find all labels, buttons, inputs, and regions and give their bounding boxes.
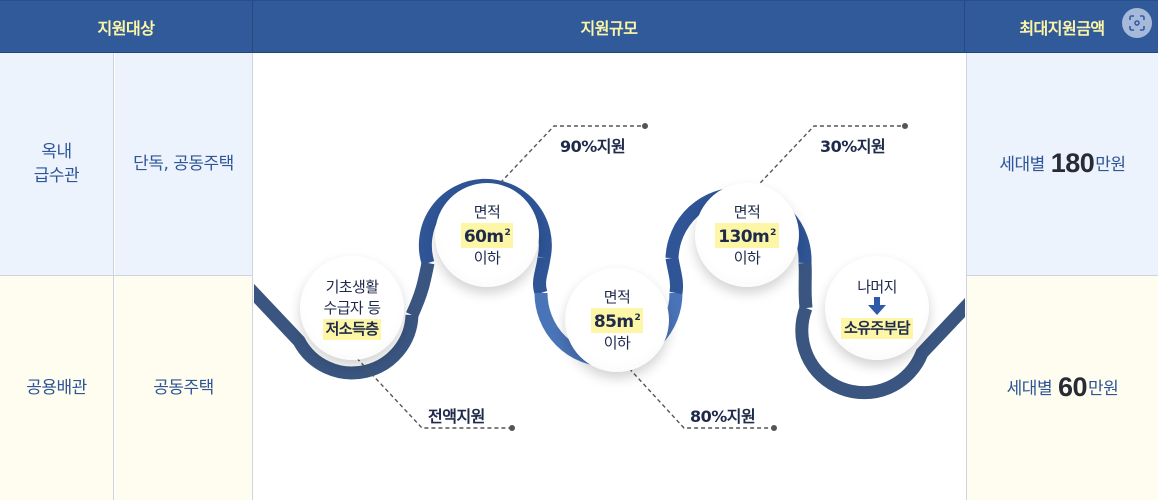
step2-line3: 이하 — [473, 248, 501, 267]
step-area-130: 면적 130m2 이하 — [695, 183, 799, 287]
row2-amount-unit: 만원 — [1088, 379, 1119, 399]
support-scale-diagram: 기초생활 수급자 등 저소득층 면적 60m2 이하 면적 85m2 이하 면적… — [254, 53, 965, 500]
header-support-target: 지원대상 — [0, 1, 253, 53]
row2-category: 공용배관 — [0, 276, 114, 500]
row1-category: 옥내 급수관 — [0, 53, 114, 275]
row1-category-line2: 급수관 — [33, 166, 80, 186]
row-divider-left — [0, 275, 253, 276]
step-low-income: 기초생활 수급자 등 저소득층 — [300, 256, 404, 360]
header-max-amount-label: 최대지원금액 — [1019, 19, 1105, 38]
step1-line2: 수급자 등 — [323, 298, 382, 317]
step3-highlight: 85m2 — [590, 307, 644, 333]
step-area-85: 면적 85m2 이하 — [565, 268, 669, 372]
row1-amount-unit: 만원 — [1095, 155, 1126, 175]
step4-highlight: 130m2 — [715, 222, 779, 248]
step2-line1: 면적 — [473, 202, 501, 221]
table-header: 지원대상 지원규모 최대지원금액 — [0, 0, 1158, 53]
row1-amount-value: 180 — [1050, 148, 1095, 178]
support-label-30: 30%지원 — [820, 137, 886, 156]
row2-housing-type: 공동주택 — [115, 276, 253, 500]
header-support-scale: 지원규모 — [254, 1, 965, 53]
support-label-80: 80%지원 — [690, 407, 756, 426]
support-label-90: 90%지원 — [560, 137, 626, 156]
row1-amount-prefix: 세대별 — [999, 155, 1045, 175]
row2-amount-prefix: 세대별 — [1006, 379, 1053, 399]
row2-amount-value: 60 — [1058, 372, 1088, 402]
step3-line3: 이하 — [603, 333, 631, 352]
row2-max-amount: 세대별 60만원 — [966, 276, 1158, 500]
step5-line1: 나머지 — [857, 278, 897, 296]
scan-button[interactable] — [1122, 8, 1152, 38]
step3-line1: 면적 — [603, 287, 631, 306]
step1-highlight: 저소득층 — [322, 318, 382, 340]
arrow-down-icon — [868, 297, 886, 315]
step-owner-burden: 나머지 소유주부담 — [825, 256, 929, 360]
wave-path-graphic — [254, 123, 965, 431]
row-divider-right — [966, 275, 1158, 276]
header-max-amount: 최대지원금액 — [966, 1, 1158, 53]
row1-housing-type: 단독, 공동주택 — [115, 53, 253, 275]
step4-line3: 이하 — [733, 248, 761, 267]
row1-max-amount: 세대별 180만원 — [966, 53, 1158, 275]
scan-icon — [1129, 15, 1145, 31]
support-label-full: 전액지원 — [428, 407, 485, 426]
step-area-60: 면적 60m2 이하 — [435, 183, 539, 287]
step2-highlight: 60m2 — [460, 222, 514, 248]
row1-category-line1: 옥내 — [41, 142, 72, 162]
step5-highlight: 소유주부담 — [840, 318, 913, 339]
step1-line1: 기초생활 — [325, 277, 379, 296]
step4-line1: 면적 — [733, 202, 761, 221]
